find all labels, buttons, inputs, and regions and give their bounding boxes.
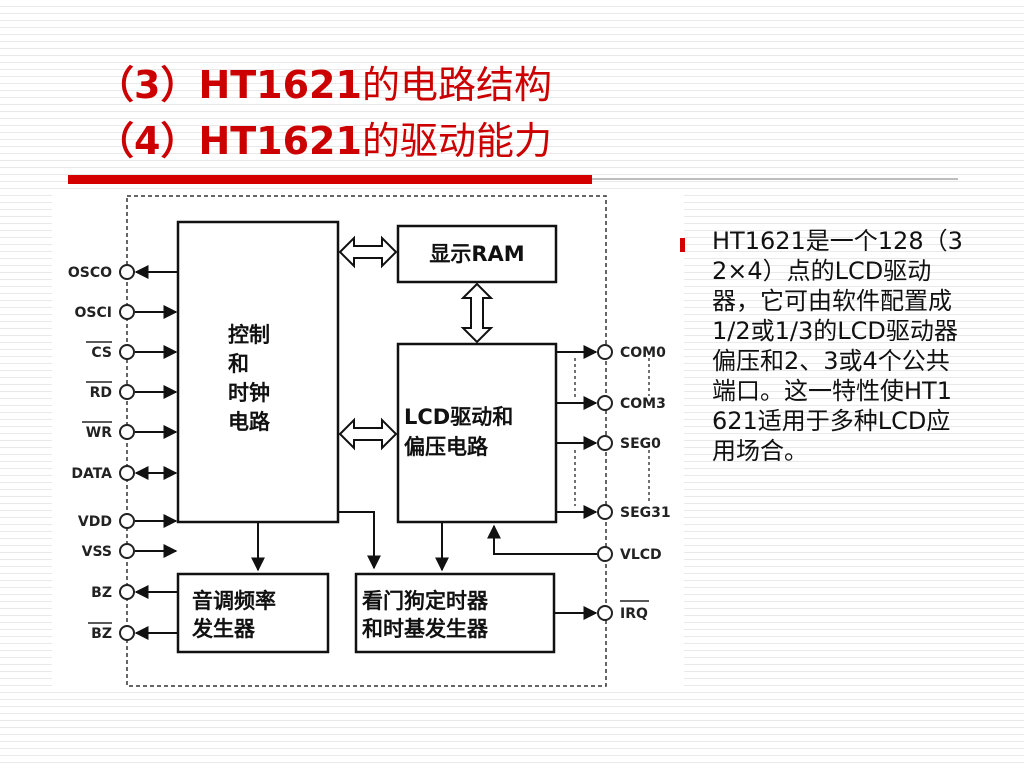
ht1621-block-diagram: OSCO OSCI CS RD WR DATA VDD VSS BZ BZ: [52, 190, 684, 690]
right-pins: COM0 COM3 SEG0 SEG31 VLCD IRQ: [597, 344, 671, 622]
pin-label-osco: OSCO: [68, 265, 112, 281]
pin-label-com0: COM0: [620, 345, 666, 361]
pin-label-wr: WR: [86, 425, 112, 441]
pin-seg31-terminal: [597, 504, 613, 520]
pin-label-vss: VSS: [82, 544, 112, 560]
pin-osci-terminal: [119, 304, 135, 320]
pin-vdd-terminal: [119, 513, 135, 529]
block-tone-line-1: 音调频率: [192, 589, 276, 613]
bullet-marker: [680, 238, 685, 252]
slide-title-line-1: （3）HT1621的电路结构: [96, 63, 552, 107]
slide-title-line-2: （4）HT1621的驱动能力: [96, 119, 552, 163]
pin-label-irq: IRQ: [620, 606, 648, 622]
pin-label-seg31: SEG31: [620, 505, 671, 521]
control-ram-bus-arrow: [338, 235, 398, 269]
pin-label-seg0: SEG0: [620, 436, 661, 452]
block-control-line-4: 电路: [228, 410, 271, 434]
pin-label-bz-bar: BZ: [91, 626, 112, 642]
block-tone-line-2: 发生器: [191, 617, 256, 641]
pin-seg0-terminal: [597, 435, 613, 451]
pin-label-cs: CS: [91, 345, 112, 361]
block-lcd-driver-line-1: LCD驱动和: [404, 405, 513, 429]
pin-label-data: DATA: [71, 466, 112, 482]
pin-com3-terminal: [597, 395, 613, 411]
pin-label-rd: RD: [90, 385, 112, 401]
block-lcd-driver: [396, 342, 558, 524]
pin-wr-terminal: [119, 424, 135, 440]
pin-data-terminal: [119, 465, 135, 481]
pin-label-bz: BZ: [91, 585, 112, 601]
block-control-line-2: 和: [228, 352, 249, 376]
pin-label-osci: OSCI: [75, 305, 112, 321]
block-tone-generator: [176, 572, 330, 654]
ram-lcd-bus-arrow: [460, 282, 494, 344]
block-watchdog-line-2: 和时基发生器: [362, 617, 489, 641]
block-display-ram-label: 显示RAM: [429, 242, 524, 266]
pin-cs-terminal: [119, 344, 135, 360]
pin-osco-terminal: [119, 264, 135, 280]
block-control-clock: [176, 220, 340, 524]
pin-label-vdd: VDD: [78, 514, 112, 530]
control-lcd-bus-arrow: [338, 417, 398, 451]
bullet-text: HT1621是一个128（32×4）点的LCD驱动器，它可由软件配置成1/2或1…: [712, 227, 963, 465]
left-pins: OSCO OSCI CS RD WR DATA VDD VSS BZ BZ: [68, 264, 178, 642]
block-watchdog-timer: [354, 572, 556, 654]
block-display-ram: [396, 224, 558, 284]
pin-vlcd-terminal: [597, 546, 613, 562]
pin-bz-bar-terminal: [119, 625, 135, 641]
block-watchdog-line-1: 看门狗定时器: [362, 589, 489, 613]
pin-label-vlcd: VLCD: [620, 547, 662, 563]
pin-vss-terminal: [119, 543, 135, 559]
block-control-line-3: 时钟: [228, 381, 270, 405]
block-lcd-driver-line-2: 偏压电路: [404, 435, 489, 459]
pin-com0-terminal: [597, 344, 613, 360]
pin-irq-terminal: [597, 605, 613, 621]
block-control-line-1: 控制: [228, 323, 270, 347]
title-rule: [592, 178, 958, 180]
pin-label-com3: COM3: [620, 396, 666, 412]
pin-bz-terminal: [119, 584, 135, 600]
title-underline-bar: [68, 175, 592, 184]
pin-rd-terminal: [119, 384, 135, 400]
